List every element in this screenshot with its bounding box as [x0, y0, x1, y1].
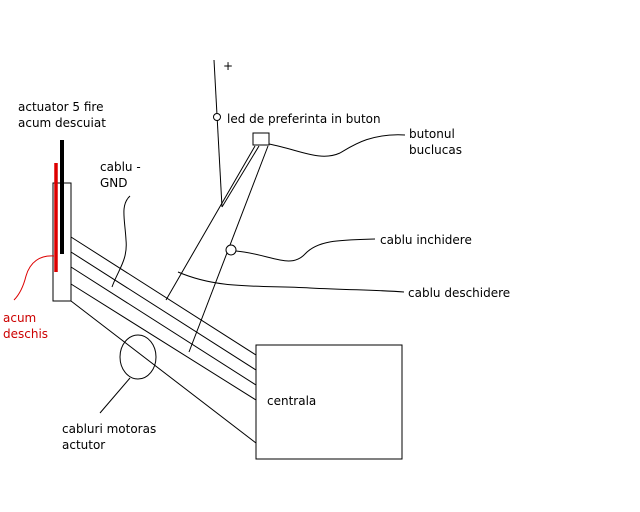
actuator-label-line1: actuator 5 fire	[18, 100, 103, 114]
butonul-label-line2: buclucas	[409, 143, 462, 157]
inchidere-junction	[225, 244, 237, 256]
callout-motoras	[99, 377, 131, 414]
acum-deschis-line2: deschis	[3, 327, 48, 341]
butonul-label-line1: butonul	[409, 127, 455, 141]
centrala-label: centrala	[267, 394, 316, 408]
main-supply-wire	[213, 59, 223, 208]
gnd-label-line1: cablu -	[100, 160, 141, 174]
callout-deschidere	[177, 271, 405, 293]
gnd-label-line2: GND	[100, 176, 128, 190]
motoras-label-line1: cabluri motoras	[62, 422, 156, 436]
callout-butonul	[268, 134, 406, 157]
led-indicator	[213, 113, 221, 121]
wire-left-to-bundle	[165, 145, 256, 301]
inchidere-label: cablu inchidere	[380, 233, 472, 247]
deschidere-label: cablu deschidere	[408, 286, 510, 300]
acum-deschis-line1: acum	[3, 311, 36, 325]
callout-acum-deschis	[13, 255, 55, 301]
motoras-label-line2: actutor	[62, 438, 105, 452]
led-label: led de preferinta in buton	[227, 112, 381, 126]
centrala-box	[255, 344, 403, 460]
button-box	[252, 132, 270, 146]
callout-inchidere	[235, 238, 376, 262]
motor-cables-ellipse	[119, 334, 157, 380]
wire-main-to-button	[221, 145, 260, 208]
actuator-cable-bundle	[70, 236, 257, 444]
callout-gnd	[111, 195, 131, 288]
actuator-label-line2: acum descuiat	[18, 116, 106, 130]
plus-label: +	[223, 59, 233, 73]
